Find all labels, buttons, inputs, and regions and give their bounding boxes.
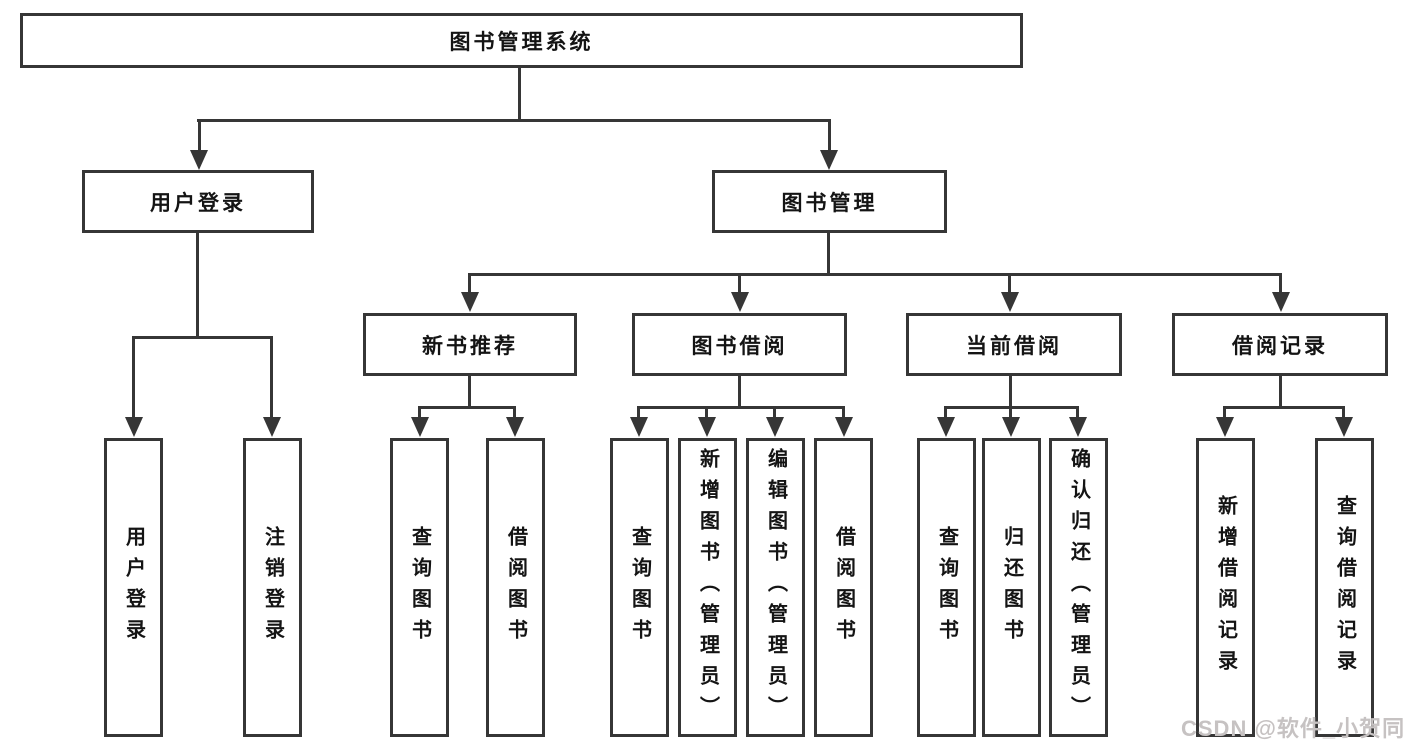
connector-stem <box>1223 406 1226 419</box>
leaf-query-books-borrowing: 查询图书 <box>610 438 669 737</box>
arrow-down-icon <box>1272 292 1290 312</box>
leaf-query-books-current: 查询图书 <box>917 438 976 737</box>
connector-hline <box>418 406 516 409</box>
connector-stem <box>944 406 947 419</box>
node-user-login: 用户登录 <box>82 170 314 233</box>
connector-stem <box>1076 406 1079 419</box>
leaf-edit-book-admin: 编辑图书（管理员） <box>746 438 805 737</box>
connector-vline <box>468 376 471 409</box>
leaf-user-login: 用户登录 <box>104 438 163 737</box>
arrow-down-icon <box>1001 292 1019 312</box>
arrow-down-icon <box>411 417 429 437</box>
arrow-down-icon <box>1335 417 1353 437</box>
arrow-down-icon <box>820 150 838 170</box>
connector-stem <box>513 406 516 419</box>
connector-vline <box>1009 376 1012 409</box>
connector-stem <box>705 406 708 419</box>
connector-stem <box>828 119 831 152</box>
arrow-down-icon <box>731 292 749 312</box>
arrow-down-icon <box>835 417 853 437</box>
node-current-borrowing: 当前借阅 <box>906 313 1122 376</box>
leaf-return-books: 归还图书 <box>982 438 1041 737</box>
leaf-add-borrow-record: 新增借阅记录 <box>1196 438 1255 737</box>
connector-stem <box>468 273 471 295</box>
connector-stem <box>842 406 845 419</box>
arrow-down-icon <box>125 417 143 437</box>
node-book-borrowing: 图书借阅 <box>632 313 847 376</box>
connector-vline <box>196 233 199 339</box>
leaf-borrow-books-recommend: 借阅图书 <box>486 438 545 737</box>
leaf-add-book-admin: 新增图书（管理员） <box>678 438 737 737</box>
arrow-down-icon <box>1216 417 1234 437</box>
connector-hline <box>1223 406 1345 409</box>
connector-stem <box>1008 273 1011 295</box>
connector-hline <box>468 273 1282 276</box>
arrow-down-icon <box>766 417 784 437</box>
connector-hline <box>132 336 273 339</box>
connector-stem <box>418 406 421 419</box>
connector-stem <box>132 336 135 419</box>
connector-vline <box>1279 376 1282 409</box>
connector-stem <box>738 273 741 295</box>
node-new-book-recommend: 新书推荐 <box>363 313 577 376</box>
leaf-logout: 注销登录 <box>243 438 302 737</box>
leaf-confirm-return-admin: 确认归还（管理员） <box>1049 438 1108 737</box>
arrow-down-icon <box>630 417 648 437</box>
connector-vline <box>738 376 741 409</box>
arrow-down-icon <box>1002 417 1020 437</box>
connector-stem <box>1279 273 1282 295</box>
connector-hline <box>637 406 845 409</box>
arrow-down-icon <box>506 417 524 437</box>
connector-vline <box>518 68 521 122</box>
arrow-down-icon <box>461 292 479 312</box>
arrow-down-icon <box>190 150 208 170</box>
connector-stem <box>637 406 640 419</box>
connector-stem <box>1342 406 1345 419</box>
connector-vline <box>827 232 830 276</box>
connector-stem <box>773 406 776 419</box>
arrow-down-icon <box>698 417 716 437</box>
arrow-down-icon <box>263 417 281 437</box>
arrow-down-icon <box>937 417 955 437</box>
leaf-borrow-books-borrowing: 借阅图书 <box>814 438 873 737</box>
node-library-management-system: 图书管理系统 <box>20 13 1023 68</box>
connector-stem <box>1009 406 1012 419</box>
node-book-management: 图书管理 <box>712 170 947 233</box>
arrow-down-icon <box>1069 417 1087 437</box>
connector-stem <box>270 336 273 419</box>
csdn-watermark: CSDN @软件_小贺同学 <box>1181 716 1405 741</box>
node-borrowing-records: 借阅记录 <box>1172 313 1388 376</box>
leaf-query-borrow-record: 查询借阅记录 <box>1315 438 1374 737</box>
connector-stem <box>198 119 201 152</box>
connector-hline <box>197 119 831 122</box>
leaf-query-books-recommend: 查询图书 <box>390 438 449 737</box>
